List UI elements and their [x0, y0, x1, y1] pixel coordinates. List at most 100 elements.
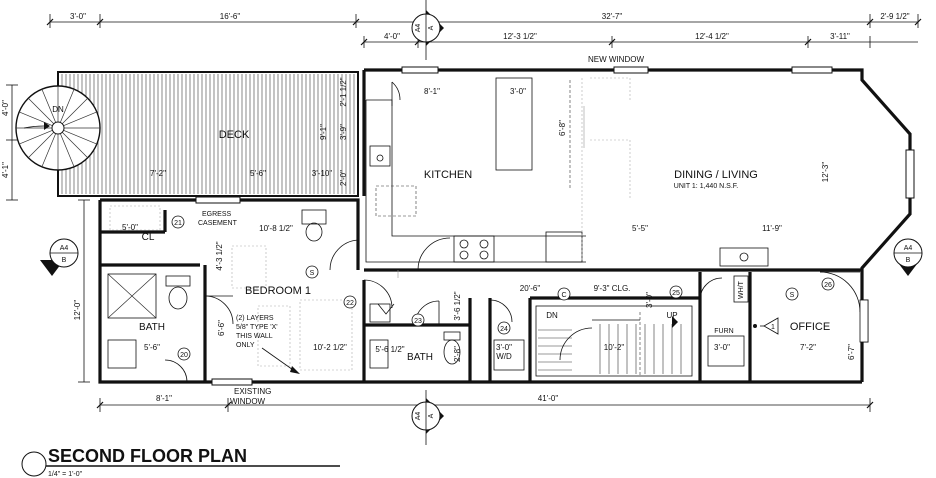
spiral-stair — [15, 85, 101, 171]
svg-text:S: S — [310, 270, 315, 277]
door-tag-21: 21 — [171, 215, 185, 229]
dim-6-7: 6'-7" — [847, 344, 856, 360]
section-marker-left — [40, 238, 79, 276]
svg-text:24: 24 — [500, 326, 508, 333]
water-heater-label: WH/T — [738, 280, 745, 299]
dim-2-1: 2'-1 1/2" — [339, 77, 348, 106]
drawing-title: SECOND FLOOR PLAN — [48, 446, 247, 466]
dim-top-4: 2'-9 1/2" — [880, 12, 909, 21]
dim-12-3: 12'-3" — [821, 162, 830, 183]
stair-dn-label: DN — [546, 311, 558, 320]
dim-10-2-b: 10'-2" — [604, 343, 625, 352]
dim-left-3: 12'-0" — [73, 300, 82, 321]
dim-5-6-a: 5'-6" — [250, 169, 266, 178]
section-left-sheet: A4 — [60, 245, 69, 252]
dim-7-2-a: 7'-2" — [150, 169, 166, 178]
layers-leader — [261, 347, 297, 373]
dim-2-0: 2'-0" — [339, 170, 348, 186]
section-right-letter: B — [906, 257, 911, 264]
wd-label-1: 3'-0" — [496, 343, 512, 352]
new-window-label: NEW WINDOW — [588, 55, 644, 64]
dim-5-6-b: 5'-6" — [144, 343, 160, 352]
dim-top-3: 32'-7" — [602, 12, 623, 21]
room-kitchen: KITCHEN — [424, 169, 472, 181]
mechanical — [707, 275, 768, 367]
svg-text:1: 1 — [771, 324, 775, 331]
dim-top-2: 16'-6" — [220, 12, 241, 21]
dim-8-1: 8'-1" — [424, 87, 440, 96]
dim-left-1: 4'-0" — [1, 100, 10, 116]
dim-9-1: 9'-1" — [319, 124, 328, 140]
door-tag-25: 25 — [669, 285, 683, 299]
layers-note-4: ONLY — [236, 342, 255, 349]
interior-stair — [535, 305, 693, 377]
section-marker-top — [411, 0, 444, 60]
svg-text:25: 25 — [672, 290, 680, 297]
dim-bottom-2: 41'-0" — [538, 394, 559, 403]
dim-5-6-c: 5'-6 1/2" — [375, 345, 404, 354]
dim-3-0-c: 3'-0" — [714, 343, 730, 352]
unit-area: UNIT 1: 1,440 N.S.F. — [674, 183, 739, 190]
dim-top2-4: 3'-11" — [830, 32, 850, 41]
egress-label-2: CASEMENT — [198, 220, 238, 227]
svg-text:23: 23 — [414, 318, 422, 325]
keynote-tag: 1 — [763, 317, 779, 335]
room-dining-living: DINING / LIVING — [674, 169, 758, 181]
dim-top2-2: 12'-3 1/2" — [503, 32, 537, 41]
egress-label-1: EGRESS — [202, 211, 232, 218]
door-tag-23: 23 — [411, 313, 425, 327]
dim-6-8: 6'-8" — [558, 120, 567, 136]
room-bedroom: BEDROOM 1 — [245, 285, 311, 297]
layers-note-3: THIS WALL — [236, 333, 273, 340]
spiral-dn-label: DN — [52, 105, 64, 114]
dim-4-3: 4'-3 1/2" — [215, 241, 224, 270]
layers-leader-arrow — [290, 366, 300, 374]
room-bath-mid: BATH — [407, 352, 433, 363]
dim-5-5: 5'-5" — [632, 224, 648, 233]
door-tag-22: 22 — [343, 295, 357, 309]
section-marker-right — [893, 238, 923, 276]
dim-3-6: 3'-6 1/2" — [453, 291, 462, 320]
dimension-lines — [6, 14, 919, 412]
dim-bottom-1: 8'-1" — [156, 394, 172, 403]
svg-text:20: 20 — [180, 352, 188, 359]
room-office: OFFICE — [790, 321, 830, 333]
dimension-ticks — [46, 18, 922, 409]
section-marker-bottom — [411, 390, 444, 445]
drawing-scale: 1/4" = 1'-0" — [48, 471, 83, 478]
smoke-detector-bedroom: S — [305, 265, 319, 279]
room-closet: CL — [142, 232, 155, 243]
section-right-sheet: A4 — [904, 245, 913, 252]
kitchen-counters — [365, 77, 769, 267]
dim-3-9: 3'-9" — [339, 124, 348, 140]
dim-2-8: 2'-8" — [453, 346, 462, 362]
section-bottom-letter: A — [428, 413, 435, 418]
dim-10-2: 10'-2 1/2" — [313, 343, 347, 352]
ceiling-height-label: 9'-3" CLG. — [594, 284, 631, 293]
dim-11-9: 11'-9" — [762, 224, 782, 233]
dim-5-0: 5'-0" — [122, 223, 138, 232]
title-symbol — [21, 451, 47, 477]
svg-text:22: 22 — [346, 300, 354, 307]
section-bottom-sheet: A4 — [415, 412, 422, 421]
dim-3-10: 3'-10" — [312, 169, 333, 178]
section-left-letter: B — [62, 257, 67, 264]
dim-7-2-b: 7'-2" — [800, 343, 816, 352]
svg-text:S: S — [790, 292, 795, 299]
existing-window-label-1: EXISTING — [234, 387, 271, 396]
room-deck: DECK — [219, 129, 250, 141]
windows — [195, 66, 915, 386]
layers-note-2: 5/8" TYPE 'X' — [236, 324, 278, 331]
svg-text:C: C — [561, 292, 566, 299]
furnace-label: FURN — [714, 328, 733, 335]
co-detector: C — [557, 287, 571, 301]
door-tag-20: 20 — [177, 347, 191, 361]
stair-up-label: UP — [666, 311, 677, 320]
dim-top2-1: 4'-0" — [384, 32, 400, 41]
dim-3-0: 3'-0" — [510, 87, 526, 96]
wd-label-2: W/D — [496, 352, 512, 361]
dim-6-6: 6'-6" — [217, 320, 226, 336]
dim-top2-3: 12'-4 1/2" — [695, 32, 729, 41]
room-bath-left: BATH — [139, 322, 165, 333]
